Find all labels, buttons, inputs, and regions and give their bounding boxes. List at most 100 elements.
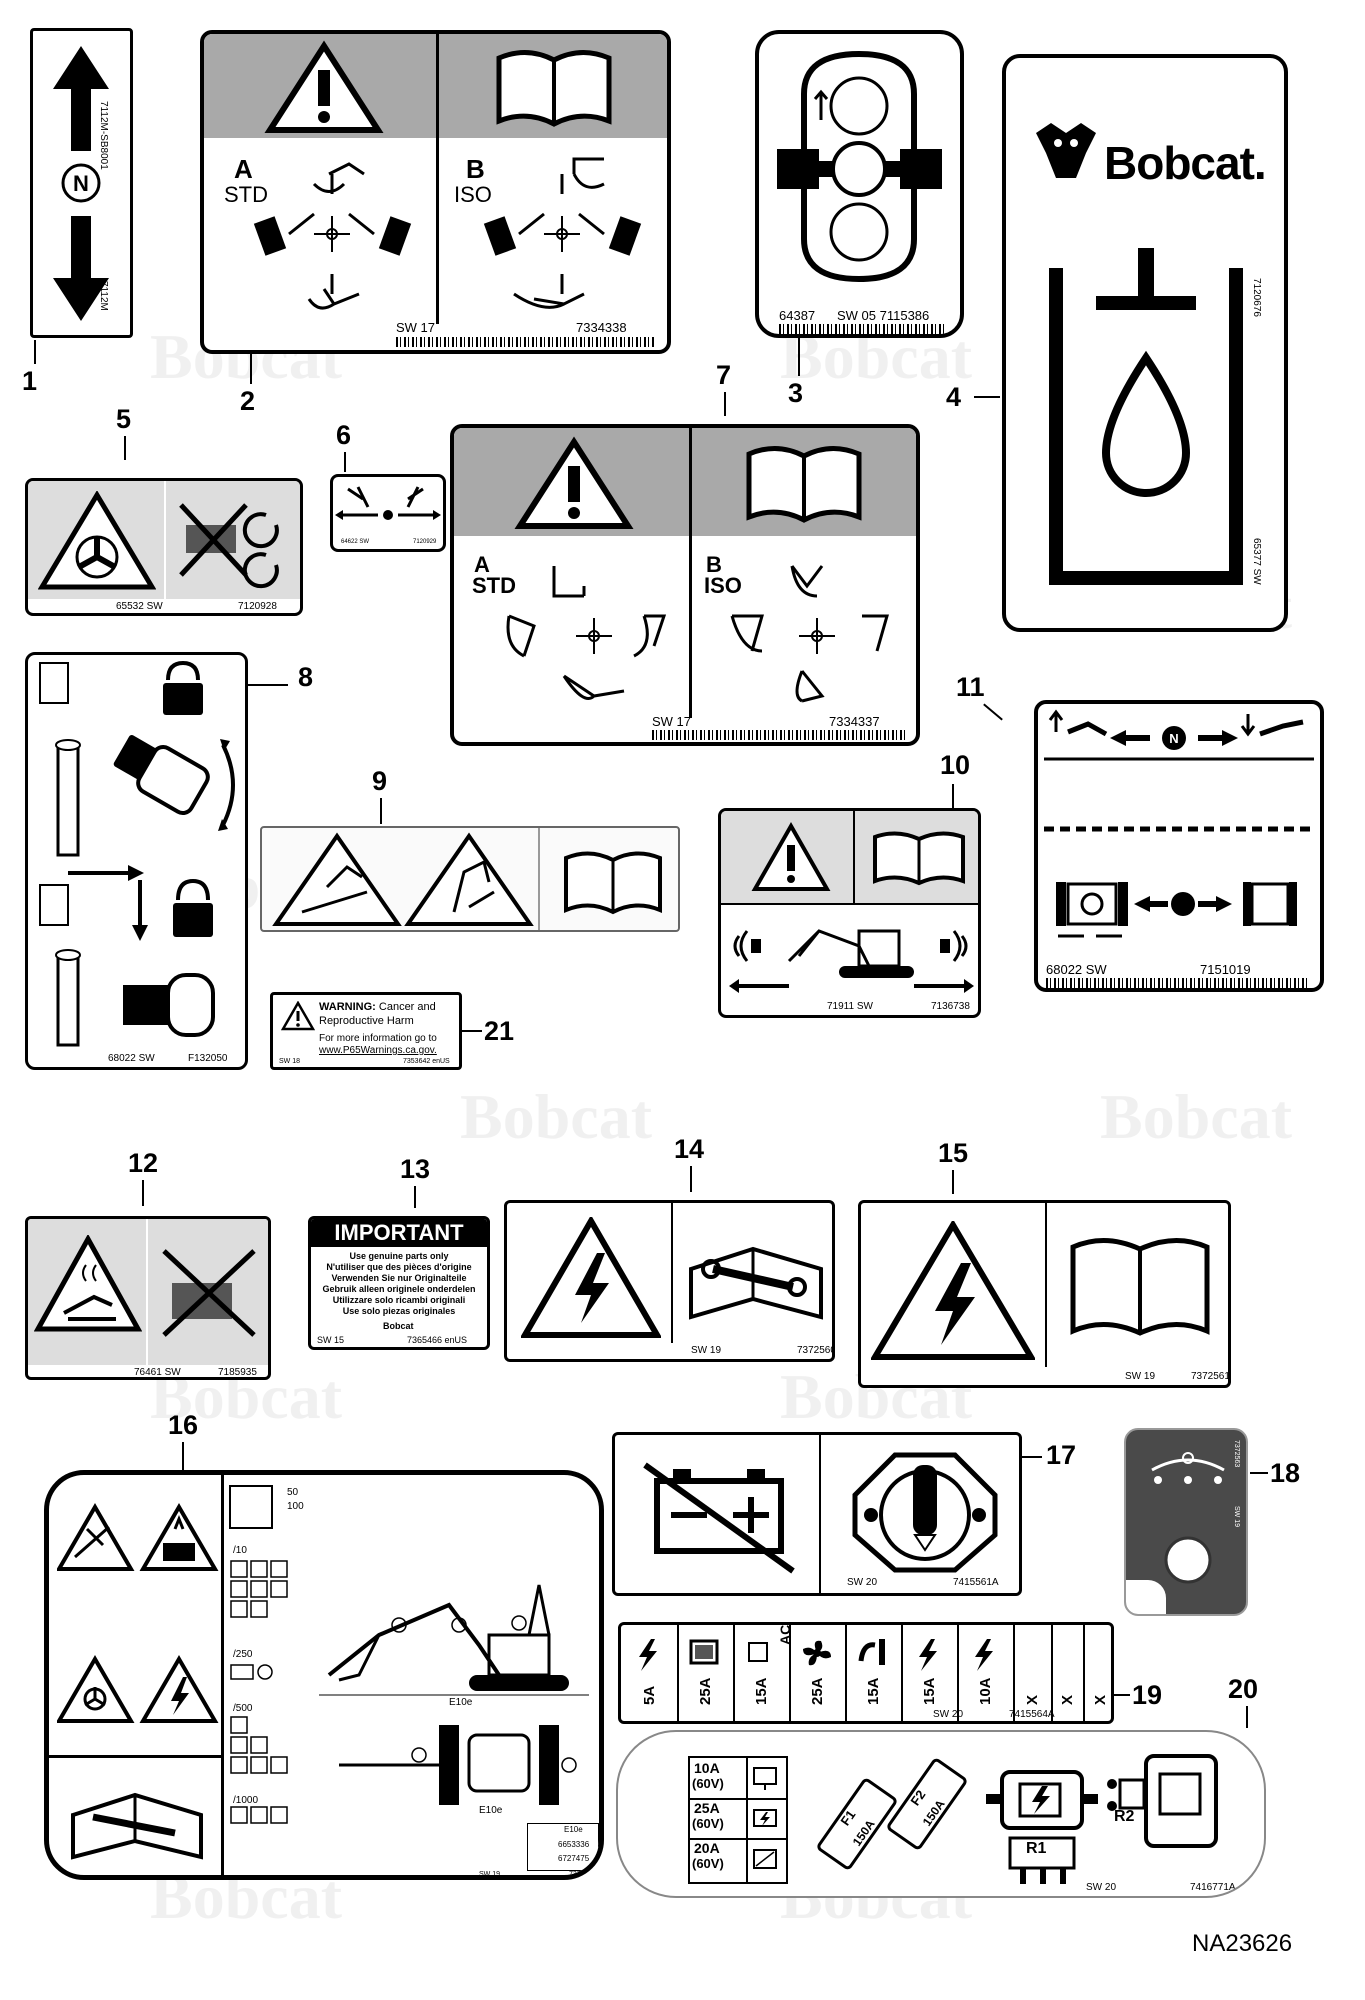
leader-line (983, 703, 1003, 721)
decal-code: 7415564A (1009, 1709, 1055, 1720)
decal-code: 64387 (779, 308, 816, 323)
pattern-a-sub: STD (472, 573, 516, 598)
leader-line (1022, 1456, 1042, 1458)
fuse-rating: X (1092, 1694, 1109, 1705)
decal-code: 7112M-SB8001 (98, 101, 109, 170)
hours-label: 50 (287, 1487, 299, 1498)
fuse-rating-table: 10A (60V) 25A (60V) 20A (60V) (688, 1756, 788, 1884)
callout-18: 18 (1270, 1458, 1301, 1488)
decal-code: 64622 SW (341, 539, 370, 545)
decal-code: 7372560 (797, 1345, 835, 1356)
leader-line (1114, 1694, 1130, 1696)
pattern-b-label: B (706, 552, 722, 577)
decal-18-key-switch: 7372563 SW 19 (1124, 1428, 1248, 1616)
hot-surface-icon (34, 1235, 142, 1332)
figure-id: NA23626 (1192, 1930, 1293, 1957)
callout-1: 1 (22, 366, 38, 396)
swing-rotation-icon (777, 50, 942, 283)
disconnect-switch-icon (852, 1452, 998, 1573)
fuse-name: F1 (837, 1807, 858, 1828)
decal-code: 7372562 (569, 1871, 597, 1878)
callout-8: 8 (298, 662, 314, 692)
pattern-a-label: A (234, 154, 253, 184)
fuse-rating: 15A (921, 1677, 938, 1705)
fuse-volt: (60V) (692, 1856, 724, 1871)
decal-4-hydraulic-oil: Bobcat. 7120676 65377 SW (1002, 54, 1288, 632)
pattern-a-sub: STD (224, 182, 268, 207)
maintenance-icons (230, 1560, 288, 1824)
leader-line (798, 338, 800, 376)
decal-code: 7151019 (1200, 962, 1251, 977)
callout-13: 13 (400, 1154, 431, 1184)
important-header: IMPORTANT (311, 1219, 487, 1247)
fuse-rating: 25A (809, 1677, 826, 1705)
interval-label: /1000 (233, 1795, 259, 1806)
callout-5: 5 (116, 404, 132, 434)
manual-book-icon (873, 831, 965, 886)
excavator-control-icon (253, 162, 412, 310)
brand-label: Bobcat (383, 1321, 414, 1331)
leader-line (952, 1170, 954, 1194)
pattern-b-sub: ISO (454, 182, 492, 207)
decal-code: 65377 SW (1251, 538, 1262, 585)
decal-code: SW 20 (1086, 1882, 1117, 1893)
service-manual-icon (689, 1246, 823, 1320)
decal-code: 7120676 (1251, 278, 1262, 317)
callout-19: 19 (1132, 1680, 1163, 1710)
relay-icon (986, 1754, 1218, 1884)
genuine-parts-text: Use genuine parts only N'utiliser que de… (322, 1251, 476, 1316)
leader-line (380, 798, 382, 824)
decal-11-blade-track-control: N 68022 SW 7151019 (1034, 700, 1324, 992)
service-manual-icon (71, 1792, 203, 1860)
decal-code: 7120929 (413, 539, 437, 545)
decal-17-battery-disconnect: SW 20 7415561A (612, 1432, 1022, 1596)
decal-code: 7372563 (1233, 1440, 1240, 1468)
decal-code: 7416771A (1190, 1882, 1236, 1893)
decal-code: 71911 SW (827, 1001, 873, 1012)
decal-code: SW 15 (317, 1335, 345, 1345)
excavator-control-icon (483, 157, 642, 309)
callout-7: 7 (716, 360, 732, 390)
warning-link[interactable]: www.P65Warnings.ca.gov. (319, 1045, 437, 1056)
decal-code: 65532 SW (116, 601, 163, 612)
leader-line (250, 354, 252, 384)
hazard-icons-grid (57, 1503, 219, 1723)
leader-line (974, 396, 1000, 398)
decal-code: 7112M (98, 281, 109, 311)
barcode (396, 337, 654, 347)
manual-book-icon (496, 50, 612, 127)
decal-code: 7365466 enUS (407, 1335, 468, 1345)
fuse-rating: X (1059, 1694, 1076, 1705)
relay-r1-label: R1 (1026, 1840, 1047, 1857)
fan-hazard-icon (57, 1655, 135, 1723)
spray-hazard-icon (57, 1503, 135, 1571)
decal-code: SW 19 (1125, 1371, 1156, 1382)
acd-label: ACD (777, 1622, 793, 1645)
decal-2-control-pattern: A STD B ISO SW 17 7334338 (200, 30, 671, 354)
electrical-hazard-icon (139, 1655, 219, 1723)
warning-triangle-icon (514, 436, 634, 529)
decal-code: 7372561 (1191, 1371, 1230, 1382)
callout-20: 20 (1228, 1674, 1259, 1704)
excavator-control-icon (506, 566, 667, 700)
leader-line (414, 1186, 416, 1208)
leader-line (724, 392, 726, 416)
leader-line (124, 436, 126, 460)
decal-code: 68022 SW (1046, 962, 1107, 977)
fuse-name: F2 (907, 1787, 928, 1808)
warning-triangle-icon (281, 1001, 315, 1031)
tipover-warning-icon (272, 832, 402, 926)
decal-code: SW 20 (933, 1709, 964, 1720)
interval-label: /500 (233, 1703, 253, 1714)
neutral-label: N (1169, 731, 1178, 746)
blade-control-icon (335, 486, 441, 520)
callout-14: 14 (674, 1134, 705, 1164)
callout-11: 11 (956, 672, 985, 702)
electrical-hazard-icon (871, 1221, 1035, 1360)
fuse-amp: 20A (694, 1840, 720, 1856)
decal-code: SW 20 (847, 1577, 878, 1588)
model-label: E10e (479, 1805, 503, 1816)
decal-6-blade-control: 64622 SW 7120929 (330, 474, 446, 552)
decal-14-electrical-service: SW 19 7372560 (504, 1200, 835, 1362)
